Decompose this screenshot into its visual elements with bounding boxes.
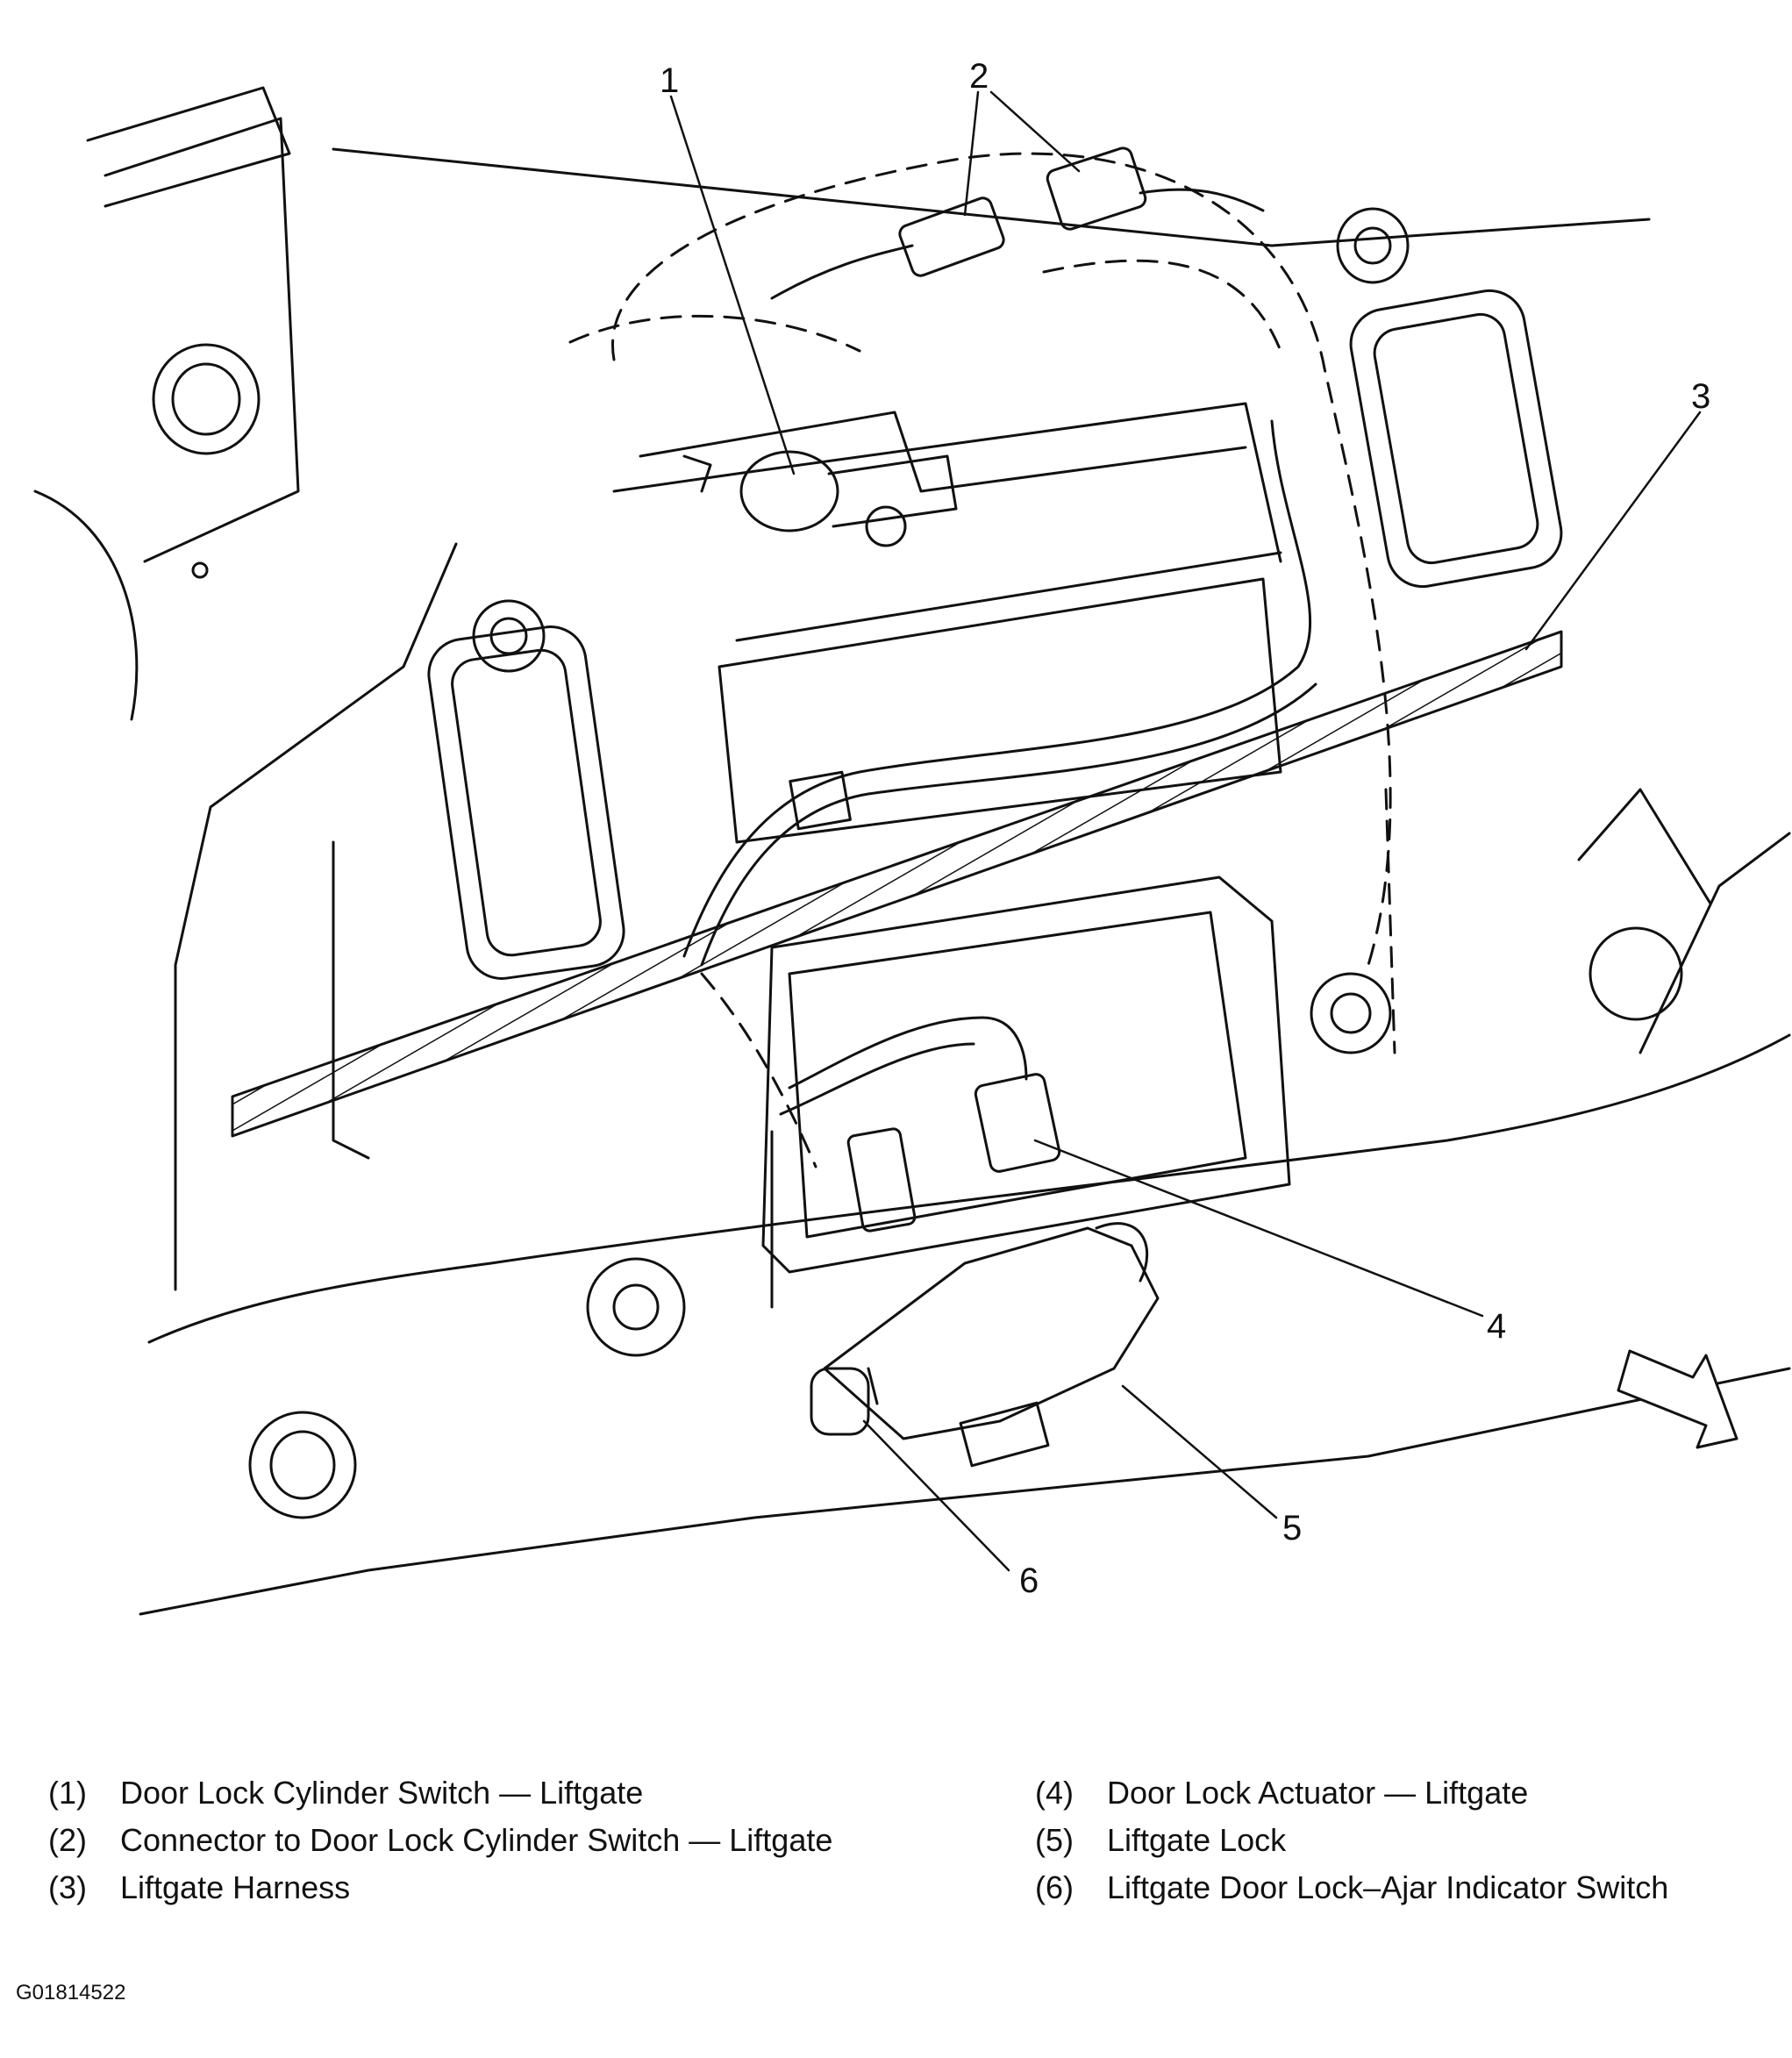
harness-wires bbox=[682, 419, 1311, 958]
callout-2: 2 bbox=[969, 57, 989, 96]
left-access-hole bbox=[427, 625, 625, 980]
legend-number: (2) bbox=[48, 1822, 87, 1858]
callout-leaders bbox=[669, 90, 1702, 1572]
legend-item: (5) Liftgate Lock bbox=[1035, 1819, 1772, 1861]
legend-label: Door Lock Actuator — Liftgate bbox=[1107, 1775, 1529, 1811]
legend-label: Connector to Door Lock Cylinder Switch —… bbox=[120, 1822, 833, 1858]
liftgate-lock bbox=[823, 1222, 1160, 1468]
liftgate-panel-outline bbox=[33, 86, 1791, 1616]
legend-item: (1) Door Lock Cylinder Switch — Liftgate bbox=[48, 1772, 978, 1814]
legend-number: (4) bbox=[1035, 1775, 1074, 1811]
liftgate-diagram: 1 2 3 4 5 6 bbox=[33, 57, 1791, 1616]
mounting-holes bbox=[152, 207, 1683, 1519]
legend-item: (3) Liftgate Harness bbox=[48, 1867, 978, 1909]
legend-label: Door Lock Cylinder Switch — Liftgate bbox=[120, 1775, 644, 1811]
ajar-indicator-switch bbox=[810, 1367, 879, 1436]
cylinder-switch-connector bbox=[770, 146, 1265, 300]
callout-3: 3 bbox=[1691, 377, 1710, 416]
lower-access-opening bbox=[761, 875, 1291, 1274]
direction-arrow-icon bbox=[1617, 1349, 1738, 1449]
legend-number: (3) bbox=[48, 1869, 87, 1905]
door-lock-actuator bbox=[779, 1016, 1061, 1233]
right-access-hole bbox=[1349, 289, 1563, 589]
legend-label: Liftgate Harness bbox=[120, 1869, 351, 1905]
upper-window-opening bbox=[612, 402, 1282, 844]
legend-left: (1) Door Lock Cylinder Switch — Liftgate… bbox=[48, 1772, 978, 1914]
legend-item: (6) Liftgate Door Lock–Ajar Indicator Sw… bbox=[1035, 1867, 1772, 1909]
callout-1: 1 bbox=[660, 61, 679, 100]
callout-5: 5 bbox=[1282, 1509, 1302, 1547]
legend-label: Liftgate Door Lock–Ajar Indicator Switch bbox=[1107, 1869, 1669, 1905]
figure-id: G01814522 bbox=[16, 1981, 126, 2004]
callout-4: 4 bbox=[1487, 1307, 1506, 1346]
legend-number: (6) bbox=[1035, 1869, 1074, 1905]
legend-right: (4) Door Lock Actuator — Liftgate (5) Li… bbox=[1035, 1772, 1772, 1914]
legend-label: Liftgate Lock bbox=[1107, 1822, 1287, 1858]
legend-item: (4) Door Lock Actuator — Liftgate bbox=[1035, 1772, 1772, 1814]
legend-number: (1) bbox=[48, 1775, 87, 1811]
liftgate-harness-band bbox=[231, 630, 1563, 1138]
legend-number: (5) bbox=[1035, 1822, 1074, 1858]
callout-6: 6 bbox=[1019, 1561, 1039, 1600]
door-lock-cylinder-switch bbox=[682, 450, 958, 547]
legend-item: (2) Connector to Door Lock Cylinder Swit… bbox=[48, 1819, 978, 1861]
